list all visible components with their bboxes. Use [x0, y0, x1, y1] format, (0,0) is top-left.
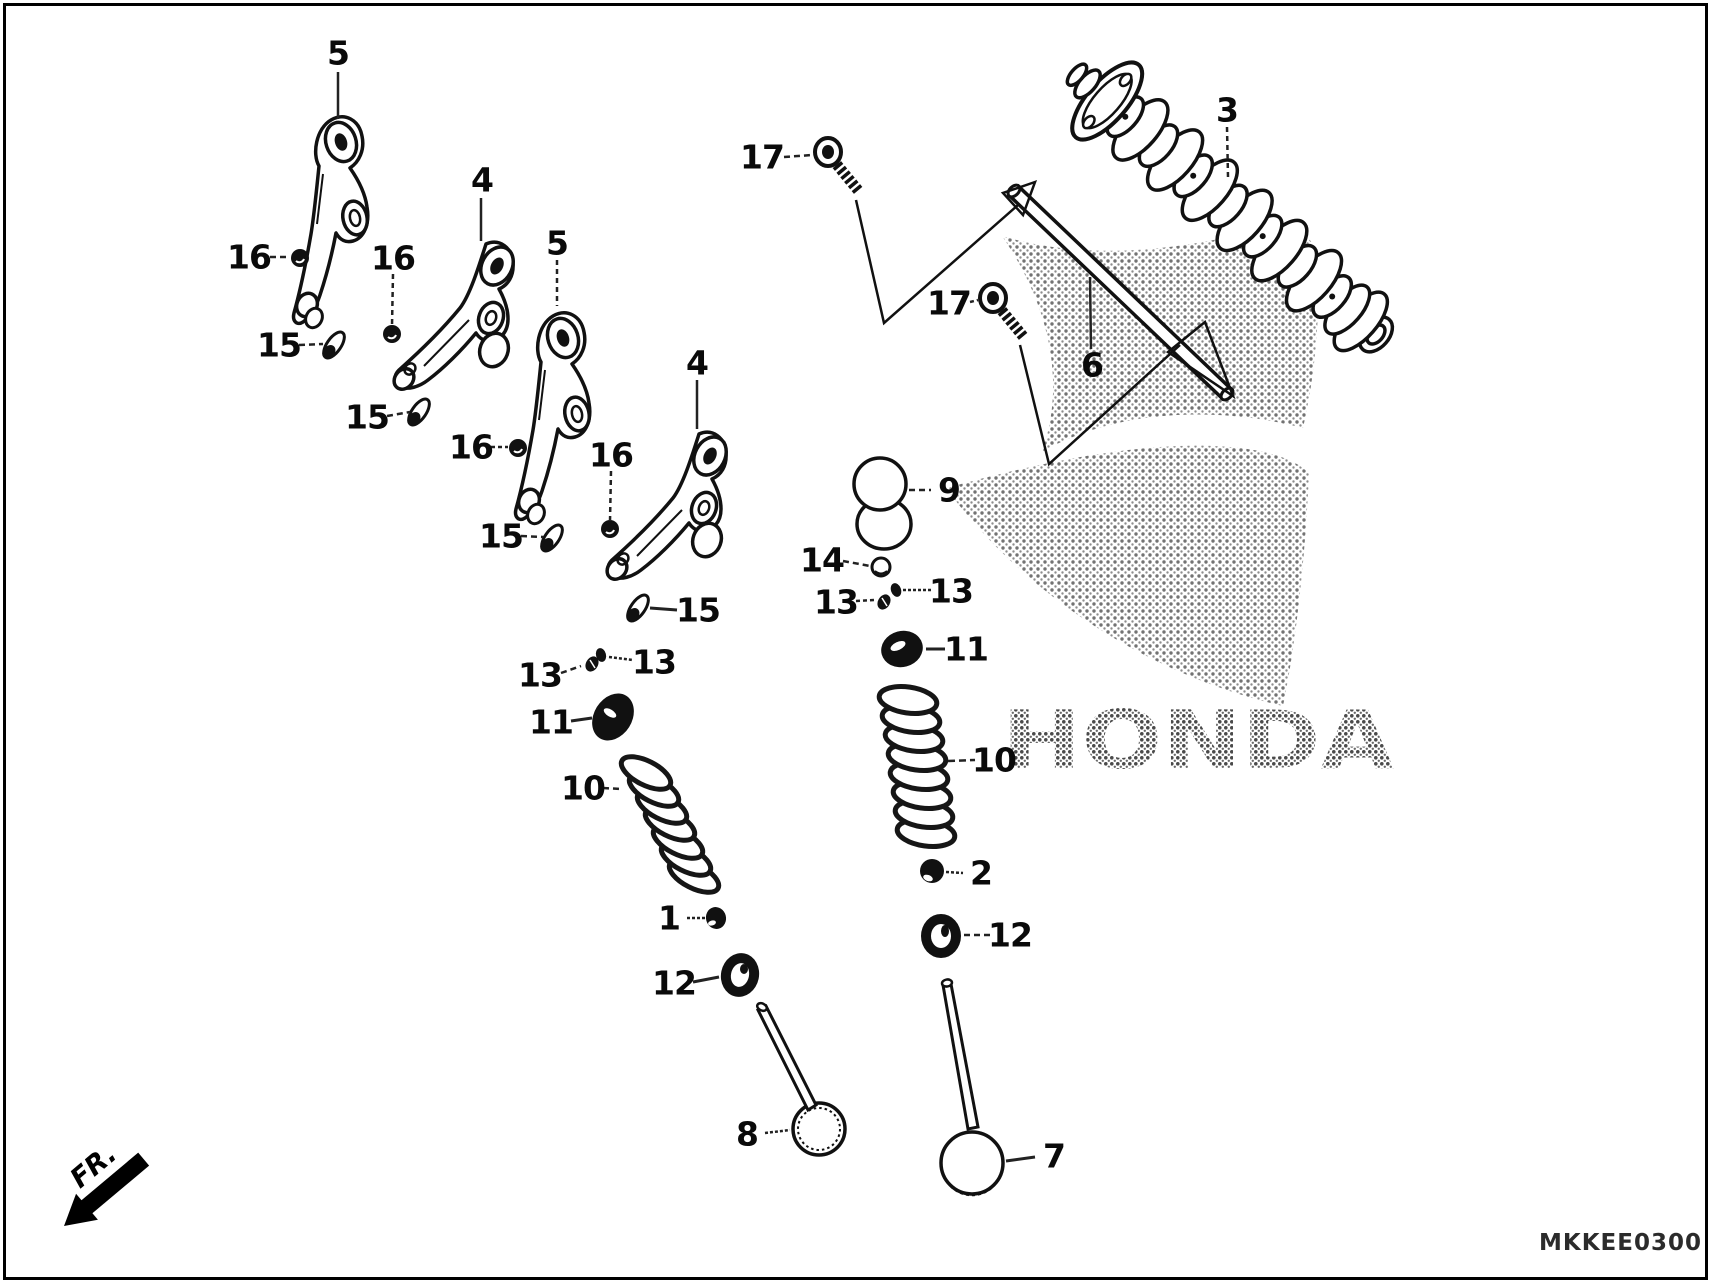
spring-seat-1: [705, 907, 727, 929]
callout-washer-16-b: 16: [371, 238, 416, 278]
valve-7: [939, 978, 1005, 1197]
valve-stem-seal-left: [720, 953, 760, 997]
callout-valve-8: 8: [736, 1114, 759, 1154]
callout-pin-15-d: 15: [676, 590, 721, 630]
callout-rocker-arm-5-a: 5: [327, 33, 350, 73]
diagram-code: MKKEE0300: [1539, 1230, 1702, 1256]
honda-watermark-text: HONDA: [1002, 694, 1394, 787]
valve-8: [755, 1001, 847, 1157]
callout-valve-7: 7: [1043, 1136, 1066, 1176]
rocker-arm-5-b: [513, 311, 595, 529]
callout-shaft-6: 6: [1081, 345, 1104, 385]
callout-cotter-13-c: 13: [518, 655, 563, 695]
callout-rocker-arm-4-a: 4: [471, 160, 494, 200]
washer-16-a: [290, 248, 310, 268]
spring-retainer-right: [881, 630, 923, 668]
callout-oring-14: 14: [800, 540, 845, 580]
spring-seat-2: [920, 859, 944, 883]
callout-rocker-arm-5-b: 5: [546, 223, 569, 263]
camshaft: [1065, 60, 1395, 354]
washer-16-b: [382, 324, 402, 344]
spring-retainer-left: [592, 693, 634, 741]
stem-oring: [870, 556, 892, 578]
callout-cotter-13-a: 13: [814, 582, 859, 622]
callout-pin-15-a: 15: [257, 325, 302, 365]
callout-lifter-9: 9: [938, 470, 961, 510]
callout-cotter-13-d: 13: [632, 642, 677, 682]
callout-spring-10-b: 10: [561, 768, 606, 808]
callout-retainer-11-b: 11: [529, 702, 574, 742]
callout-bolt-17-a: 17: [740, 137, 785, 177]
callout-rocker-arm-4-b: 4: [686, 343, 709, 383]
pin-15-d: [622, 590, 654, 626]
leader-lines: [270, 72, 1230, 1163]
callout-pin-15-b: 15: [345, 397, 390, 437]
callout-seal-12-a: 12: [988, 915, 1033, 955]
valve-lifter-bucket: [852, 456, 913, 551]
bolt-pointer-wedges: [854, 179, 1236, 467]
washer-16-c: [508, 438, 528, 458]
flange-bolt-17-b: [978, 282, 1029, 341]
valve-stem-seal-right: [921, 914, 961, 958]
pin-15-a: [318, 327, 350, 363]
callout-seat-2: 2: [970, 853, 993, 893]
valve-spring-left: [618, 754, 722, 895]
callout-seat-1: 1: [658, 898, 681, 938]
page-border: [3, 3, 1708, 1280]
callout-seal-12-b: 12: [652, 963, 697, 1003]
callout-retainer-11-a: 11: [944, 629, 989, 669]
washer-16-d: [600, 519, 620, 539]
valve-spring-right: [876, 684, 958, 849]
flange-bolt-17-a: [813, 136, 864, 195]
callout-camshaft-3: 3: [1216, 90, 1239, 130]
callout-cotter-13-b: 13: [929, 571, 974, 611]
valve-cotters-left: [585, 648, 607, 672]
rocker-arm-5-a: [291, 115, 373, 333]
callout-pin-15-c: 15: [479, 516, 524, 556]
front-direction-arrow: FR.: [64, 1139, 150, 1226]
callout-washer-16-d: 16: [589, 435, 634, 475]
callout-washer-16-c: 16: [449, 427, 494, 467]
callout-bolt-17-b: 17: [927, 283, 972, 323]
callout-spring-10-a: 10: [972, 740, 1017, 780]
valve-cotters-right: [877, 583, 902, 610]
callout-washer-16-a: 16: [227, 237, 272, 277]
